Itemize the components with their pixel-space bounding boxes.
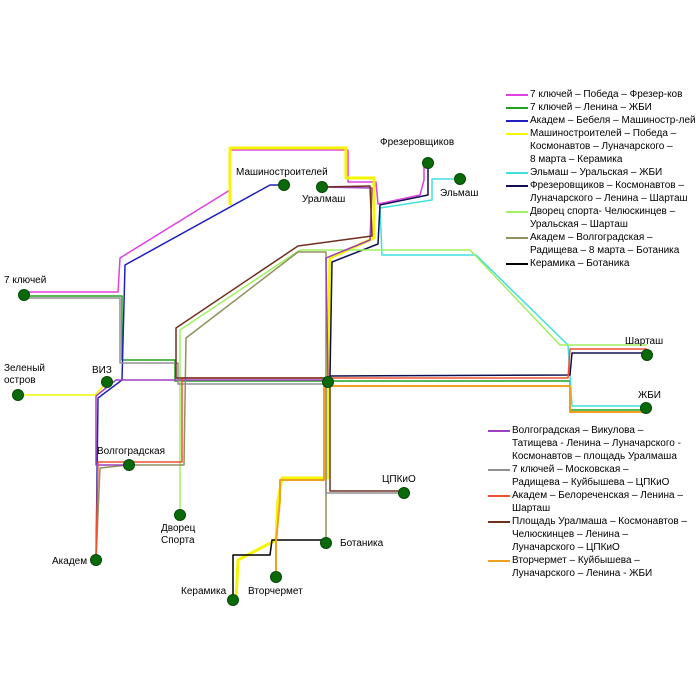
legend-label: 7 ключей – Московская – Радищева – Куйбы… [512,464,670,488]
legend-label: Эльмаш – Уральская – ЖБИ [530,167,663,178]
legend-label: Керамика – Ботаника [530,258,630,269]
legend-swatch [506,172,528,174]
legend-label: Вторчермет – Куйбышева – Луначарского – … [512,555,653,579]
station-marker-viz[interactable] [101,376,113,388]
legend-item: 7 ключей – Московская – Радищева – Куйбы… [488,463,698,489]
station-label-akadem: Академ [52,556,87,567]
legend-item: Академ – Волгоградская – Радищева – 8 ма… [506,231,696,257]
route-akadem-bebelya-mash [95,184,284,561]
legend-label: Академ – Волгоградская – Радищева – 8 ма… [530,232,680,256]
legend-item: Керамика – Ботаника [506,257,696,270]
legend-top: 7 ключей – Победа – Фрезер-ков 7 ключей –… [506,88,696,270]
legend-swatch [488,521,510,523]
legend-item: Академ – Белореченская – Ленина – Шарташ [488,489,698,515]
station-marker-botanika[interactable] [320,537,332,549]
station-marker-vtorchermet[interactable] [270,571,282,583]
route-vtorchermet-kuibysheva-zhbi [275,385,646,577]
route-mash-pobeda-keramika [228,146,376,601]
route-frezer-kosmonavtov-shartash [329,163,647,377]
legend-label: Академ – Белореченская – Ленина – Шарташ [512,490,683,514]
route-keramika-botanika [232,539,326,600]
station-label-viz: ВИЗ [92,365,112,376]
legend-label: Машиностроителей – Победа – Космонавтов … [530,128,677,165]
route-dvorec-chelyuskincev-shartash [179,249,647,515]
station-marker-uralmash[interactable] [316,181,328,193]
legend-swatch [488,469,510,471]
route-seven-pobeda-frezer [24,149,425,293]
station-label-cpkio: ЦПКиО [382,474,416,485]
station-label-mash: Машиностроителей [236,167,328,178]
legend-swatch [506,120,528,122]
legend-bottom: Волгоградская – Викулова – Татищева - Ле… [488,424,698,580]
station-marker-zeleny[interactable] [12,389,24,401]
legend-item: Академ – Бебеля – Машиностр-лей [506,114,696,127]
station-marker-mash[interactable] [278,179,290,191]
legend-label: Площадь Уралмаша – Космонавтов – Челюски… [512,516,687,553]
station-marker-shartash[interactable] [641,349,653,361]
station-label-botanika: Ботаника [340,538,384,549]
legend-label: 7 ключей – Ленина – ЖБИ [530,102,652,113]
legend-swatch [488,495,510,497]
legend-swatch [506,94,528,96]
legend-item: Фрезеровщиков – Космонавтов – Луначарско… [506,179,696,205]
station-marker-volg[interactable] [123,459,135,471]
route-uralmash-chelyuskincev-cpkio [175,185,404,492]
legend-swatch [506,185,528,187]
station-marker-cpkio[interactable] [398,487,410,499]
legend-label: 7 ключей – Победа – Фрезер-ков [530,89,683,100]
station-label-vtorchermet: Вторчермет [248,586,303,597]
station-label-volg: Волгоградская [97,446,165,457]
route-lines [18,146,647,601]
station-label-shartash: Шарташ [625,336,663,347]
legend-item: Машиностроителей – Победа – Космонавтов … [506,127,696,166]
legend-label: Дворец спорта- Челюскинцев – Уральская –… [530,206,676,230]
legend-item: 7 ключей – Ленина – ЖБИ [506,101,696,114]
legend-item: 7 ключей – Победа – Фрезер-ков [506,88,696,101]
legend-label: Волгоградская – Викулова – Татищева - Ле… [512,425,681,462]
legend-item: Площадь Уралмаша – Космонавтов – Челюски… [488,515,698,554]
legend-swatch [506,133,528,135]
legend-label: Академ – Бебеля – Машиностр-лей [530,115,696,126]
route-seven-lenina-zhbi [24,295,646,411]
legend-swatch [506,107,528,109]
station-label-keramika: Керамика [181,586,227,597]
legend-swatch [506,237,528,239]
station-label-uralmash: Уралмаш [302,194,345,205]
station-marker-dvorec[interactable] [174,509,186,521]
legend-item: Волгоградская – Викулова – Татищева - Ле… [488,424,698,463]
station-marker-frezer[interactable] [422,157,434,169]
station-marker-seven[interactable] [18,289,30,301]
station-label-seven: 7 ключей [4,275,46,286]
station-marker-center[interactable] [322,376,334,388]
route-akadem-volgogradskaya-botanika [95,251,327,561]
route-seven-moskovskaya-cpkio [24,297,404,494]
station-marker-zhbi[interactable] [640,402,652,414]
legend-item: Эльмаш – Уральская – ЖБИ [506,166,696,179]
legend-swatch [506,211,528,213]
legend-swatch [506,263,528,265]
station-marker-keramika[interactable] [227,594,239,606]
station-marker-elmash[interactable] [454,173,466,185]
station-marker-akadem[interactable] [90,554,102,566]
legend-swatch [488,430,510,432]
station-label-zhbi: ЖБИ [638,390,661,401]
legend-item: Вторчермет – Куйбышева – Луначарского – … [488,554,698,580]
station-label-frezer: Фрезеровщиков [380,137,454,148]
legend-item: Дворец спорта- Челюскинцев – Уральская –… [506,205,696,231]
legend-swatch [488,560,510,562]
legend-label: Фрезеровщиков – Космонавтов – Луначарско… [530,180,688,204]
station-label-elmash: Эльмаш [440,188,478,199]
